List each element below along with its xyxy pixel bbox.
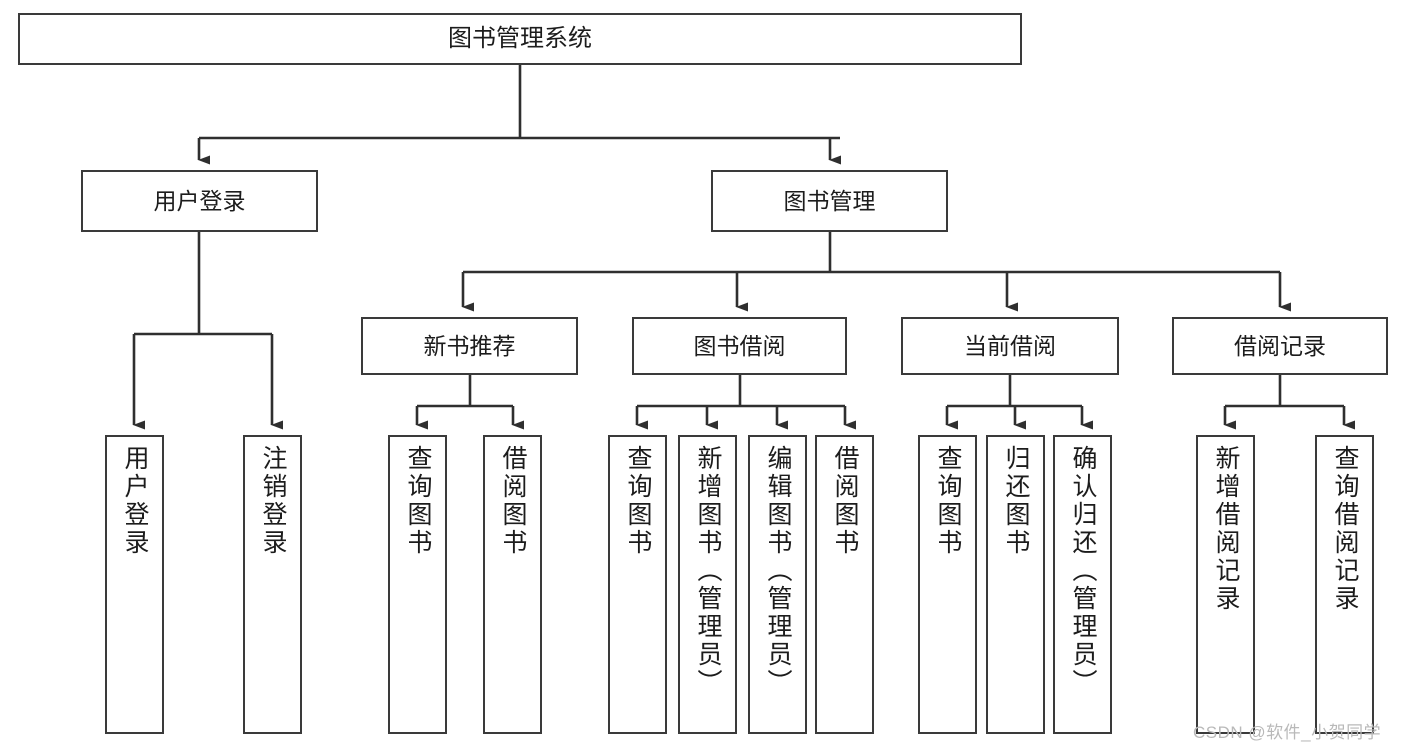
leaf-borrow-book[interactable]: 借阅图书 xyxy=(815,435,874,734)
node-book-management[interactable]: 图书管理 xyxy=(711,170,948,232)
node-book-borrow[interactable]: 图书借阅 xyxy=(632,317,847,375)
node-book-management-label: 图书管理 xyxy=(783,187,876,214)
node-user-login[interactable]: 用户登录 xyxy=(81,170,318,232)
leaf-query-book-cur[interactable]: 查询图书 xyxy=(918,435,977,734)
leaf-query-book-rec-label: 查询图书 xyxy=(404,445,432,557)
leaf-user-logout[interactable]: 注销登录 xyxy=(243,435,302,734)
node-new-book-recommend[interactable]: 新书推荐 xyxy=(361,317,578,375)
leaf-add-book-label: 新增图书（管理员） xyxy=(694,445,722,697)
leaf-borrow-book-rec[interactable]: 借阅图书 xyxy=(483,435,542,734)
node-borrow-record-label: 借阅记录 xyxy=(1234,332,1326,359)
leaf-confirm-return-label: 确认归还（管理员） xyxy=(1069,445,1097,697)
node-root[interactable]: 图书管理系统 xyxy=(18,13,1022,65)
node-root-label: 图书管理系统 xyxy=(448,25,592,53)
leaf-query-book-rec[interactable]: 查询图书 xyxy=(388,435,447,734)
leaf-query-record[interactable]: 查询借阅记录 xyxy=(1315,435,1374,734)
leaf-user-logout-label: 注销登录 xyxy=(259,445,287,557)
node-new-book-recommend-label: 新书推荐 xyxy=(423,332,516,359)
leaf-query-book-cur-label: 查询图书 xyxy=(934,445,962,557)
node-borrow-record[interactable]: 借阅记录 xyxy=(1172,317,1388,375)
leaf-user-login-label: 用户登录 xyxy=(121,445,149,557)
leaf-return-book-label: 归还图书 xyxy=(1002,445,1030,557)
leaf-borrow-book-label: 借阅图书 xyxy=(831,445,859,557)
leaf-add-record[interactable]: 新增借阅记录 xyxy=(1196,435,1255,734)
leaf-query-book-borrow-label: 查询图书 xyxy=(624,445,652,557)
leaf-return-book[interactable]: 归还图书 xyxy=(986,435,1045,734)
leaf-query-record-label: 查询借阅记录 xyxy=(1331,445,1359,613)
node-current-borrow-label: 当前借阅 xyxy=(964,332,1056,359)
leaf-borrow-book-rec-label: 借阅图书 xyxy=(499,445,527,557)
leaf-edit-book-label: 编辑图书（管理员） xyxy=(764,445,792,697)
leaf-add-book[interactable]: 新增图书（管理员） xyxy=(678,435,737,734)
leaf-query-book-borrow[interactable]: 查询图书 xyxy=(608,435,667,734)
leaf-confirm-return[interactable]: 确认归还（管理员） xyxy=(1053,435,1112,734)
node-user-login-label: 用户登录 xyxy=(153,187,246,214)
leaf-user-login[interactable]: 用户登录 xyxy=(105,435,164,734)
csdn-watermark: CSDN @软件_小贺同学 xyxy=(1193,723,1382,742)
leaf-edit-book[interactable]: 编辑图书（管理员） xyxy=(748,435,807,734)
node-book-borrow-label: 图书借阅 xyxy=(693,332,786,359)
leaf-add-record-label: 新增借阅记录 xyxy=(1212,445,1240,613)
node-current-borrow[interactable]: 当前借阅 xyxy=(901,317,1119,375)
